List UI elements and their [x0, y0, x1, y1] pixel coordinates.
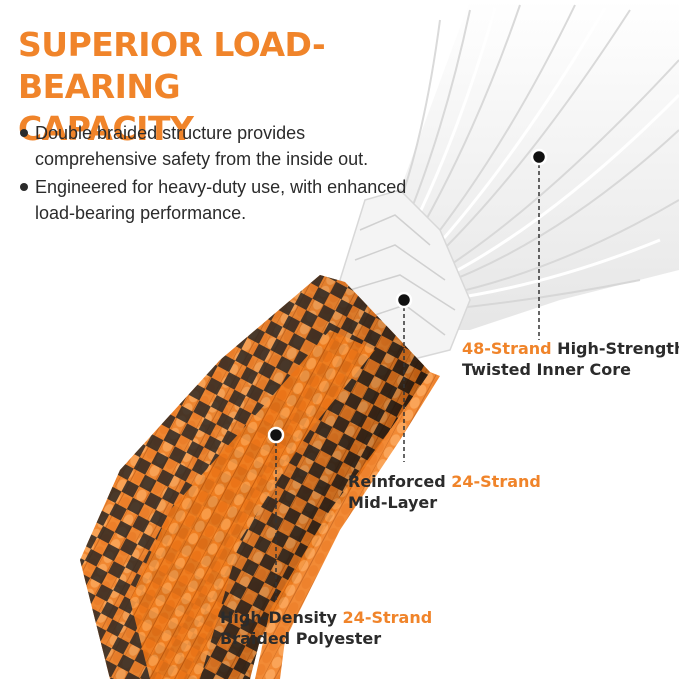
callout-highlight: 24-Strand: [342, 608, 433, 627]
callout-leaders: [267, 148, 548, 600]
feature-list: Double braided structure provides compre…: [18, 120, 418, 228]
rope-body: [80, 275, 440, 679]
callout-outer-braid: High-Density 24-Strand Braided Polyester: [220, 607, 432, 649]
callout-text: Reinforced: [348, 472, 452, 491]
callout-text: High-Strength: [551, 339, 679, 358]
bullet-text: Engineered for heavy-duty use, with enha…: [35, 177, 407, 223]
list-item: Engineered for heavy-duty use, with enha…: [18, 174, 418, 226]
callout-mid-layer: Reinforced 24-Strand Mid-Layer: [348, 471, 541, 513]
callout-highlight: 24-Strand: [451, 472, 541, 491]
bullet-text: Double braided structure provides compre…: [35, 123, 369, 169]
callout-highlight: 48-Strand: [462, 339, 552, 358]
callout-text: Twisted Inner Core: [462, 360, 631, 379]
callout-text: High-Density: [220, 608, 343, 627]
callout-text: Mid-Layer: [348, 493, 438, 512]
bullet-icon: [20, 129, 28, 137]
title-line-2: CAPACITY: [18, 109, 194, 148]
bullet-icon: [20, 183, 28, 191]
inner-core-fibers: [330, 0, 679, 361]
list-item: Double braided structure provides compre…: [18, 120, 418, 172]
callout-text: Braided Polyester: [220, 629, 382, 648]
title-line-1: SUPERIOR LOAD-BEARING: [18, 25, 326, 106]
page-title: SUPERIOR LOAD-BEARING CAPACITY: [18, 24, 458, 150]
callout-inner-core: 48-Strand High-Strength Twisted Inner Co…: [462, 338, 679, 380]
